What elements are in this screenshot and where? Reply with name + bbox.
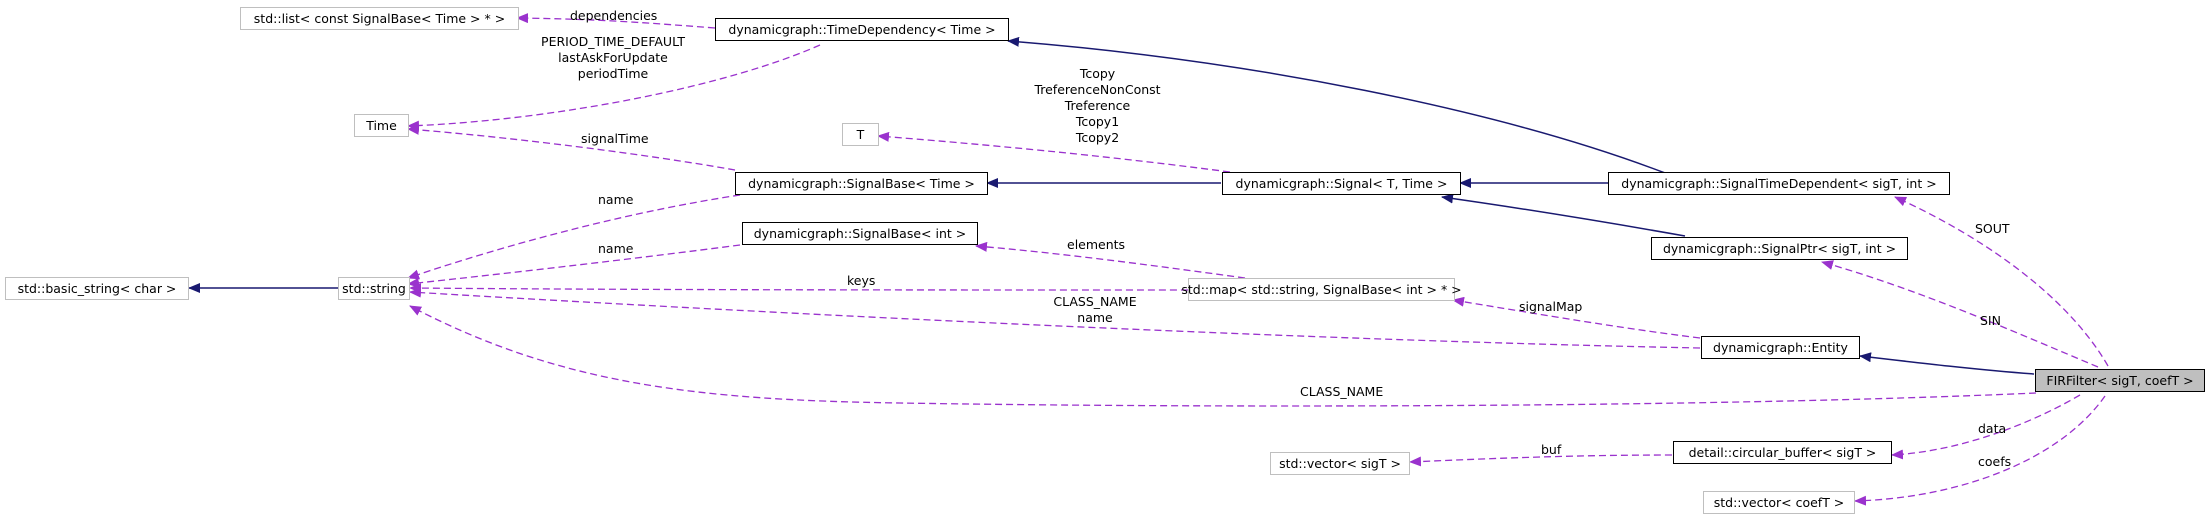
- edge-signal-base-time-to-time: [407, 124, 736, 171]
- label-time-member: periodTime: [577, 66, 649, 81]
- edge-fir-filter-to-signal-time-dependent: [1894, 196, 2109, 367]
- node-std-string[interactable]: std::string: [338, 277, 410, 300]
- label-elements: elements: [1067, 237, 1126, 252]
- edge-time-dependency-to-time: [407, 44, 821, 131]
- edge-entity-to-string: [409, 287, 1701, 349]
- edge-fir-filter-to-vector-coef: [1854, 395, 2106, 506]
- edge-circular-buffer-to-vector-sig: [1409, 454, 1673, 467]
- edge-entity-to-map: [1452, 296, 1701, 339]
- node-entity[interactable]: dynamicgraph::Entity: [1701, 336, 1860, 359]
- edge-fir-filter-to-string: [409, 305, 2037, 407]
- node-std-map[interactable]: std::map< std::string, SignalBase< int >…: [1181, 278, 1462, 301]
- edge-fir-filter-to-entity: [1859, 352, 2035, 375]
- label-t-member: Tcopy: [1079, 66, 1116, 81]
- edge-signal-base-int-to-string: [407, 244, 741, 288]
- label-entity-string-member: name: [1077, 310, 1113, 325]
- node-time-dependency[interactable]: dynamicgraph::TimeDependency< Time >: [715, 18, 1009, 41]
- edge-fir-filter-to-circular-buffer: [1891, 394, 2081, 460]
- node-circular-buffer[interactable]: detail::circular_buffer< sigT >: [1673, 441, 1892, 464]
- label-signal-time: signalTime: [581, 131, 649, 146]
- label-name-signal-base-int: name: [598, 241, 634, 256]
- label-t-member: Tcopy2: [1075, 130, 1120, 145]
- node-signal-ptr[interactable]: dynamicgraph::SignalPtr< sigT, int >: [1651, 237, 1908, 260]
- node-basic-string[interactable]: std::basic_string< char >: [5, 277, 189, 300]
- label-signal-map: signalMap: [1519, 299, 1583, 314]
- node-vector-sig[interactable]: std::vector< sigT >: [1270, 452, 1410, 475]
- edge-signal-ptr-to-signal: [1441, 193, 1686, 237]
- label-coefs: coefs: [1978, 454, 2012, 469]
- edge-map-to-string: [409, 283, 1189, 294]
- label-t-member: Tcopy1: [1075, 114, 1120, 129]
- node-signal-base-time[interactable]: dynamicgraph::SignalBase< Time >: [735, 172, 988, 195]
- edge-map-to-signal-base-int: [975, 241, 1246, 279]
- edge-time-dependency-to-list: [516, 13, 716, 29]
- label-time-member: lastAskForUpdate: [558, 50, 668, 65]
- label-time-member: PERIOD_TIME_DEFAULT: [541, 34, 685, 49]
- node-fir-filter[interactable]: FIRFilter< sigT, coefT >: [2035, 369, 2205, 392]
- edge-signal-to-t: [877, 131, 1231, 173]
- node-signal[interactable]: dynamicgraph::Signal< T, Time >: [1222, 172, 1461, 195]
- node-signal-base-int[interactable]: dynamicgraph::SignalBase< int >: [742, 222, 978, 245]
- edge-signal-time-dependent-to-time-dependency: [1007, 36, 1666, 174]
- label-t-members: Tcopy TreferenceNonConst Treference Tcop…: [1025, 66, 1170, 146]
- node-t[interactable]: T: [842, 123, 879, 146]
- label-keys: keys: [847, 273, 876, 288]
- node-time[interactable]: Time: [354, 114, 409, 137]
- label-data: data: [1978, 421, 2007, 436]
- label-t-member: Treference: [1064, 98, 1131, 113]
- node-std-list-dependencies[interactable]: std::list< const SignalBase< Time > * >: [240, 7, 519, 30]
- label-entity-string: CLASS_NAME name: [1045, 294, 1145, 326]
- label-name-signal-base-time: name: [598, 192, 634, 207]
- node-vector-coef[interactable]: std::vector< coefT >: [1703, 491, 1855, 514]
- label-dependencies: dependencies: [570, 8, 658, 23]
- node-signal-time-dependent[interactable]: dynamicgraph::SignalTimeDependent< sigT,…: [1608, 172, 1950, 195]
- label-time-members: PERIOD_TIME_DEFAULT lastAskForUpdate per…: [538, 34, 688, 82]
- label-buf: buf: [1541, 442, 1562, 457]
- label-sin: SIN: [1980, 313, 2001, 328]
- label-sout: SOUT: [1975, 221, 2010, 236]
- label-entity-string-member: CLASS_NAME: [1053, 294, 1137, 309]
- edge-fir-filter-to-signal-ptr: [1821, 260, 2099, 368]
- label-class-name: CLASS_NAME: [1300, 384, 1384, 399]
- label-t-member: TreferenceNonConst: [1034, 82, 1161, 97]
